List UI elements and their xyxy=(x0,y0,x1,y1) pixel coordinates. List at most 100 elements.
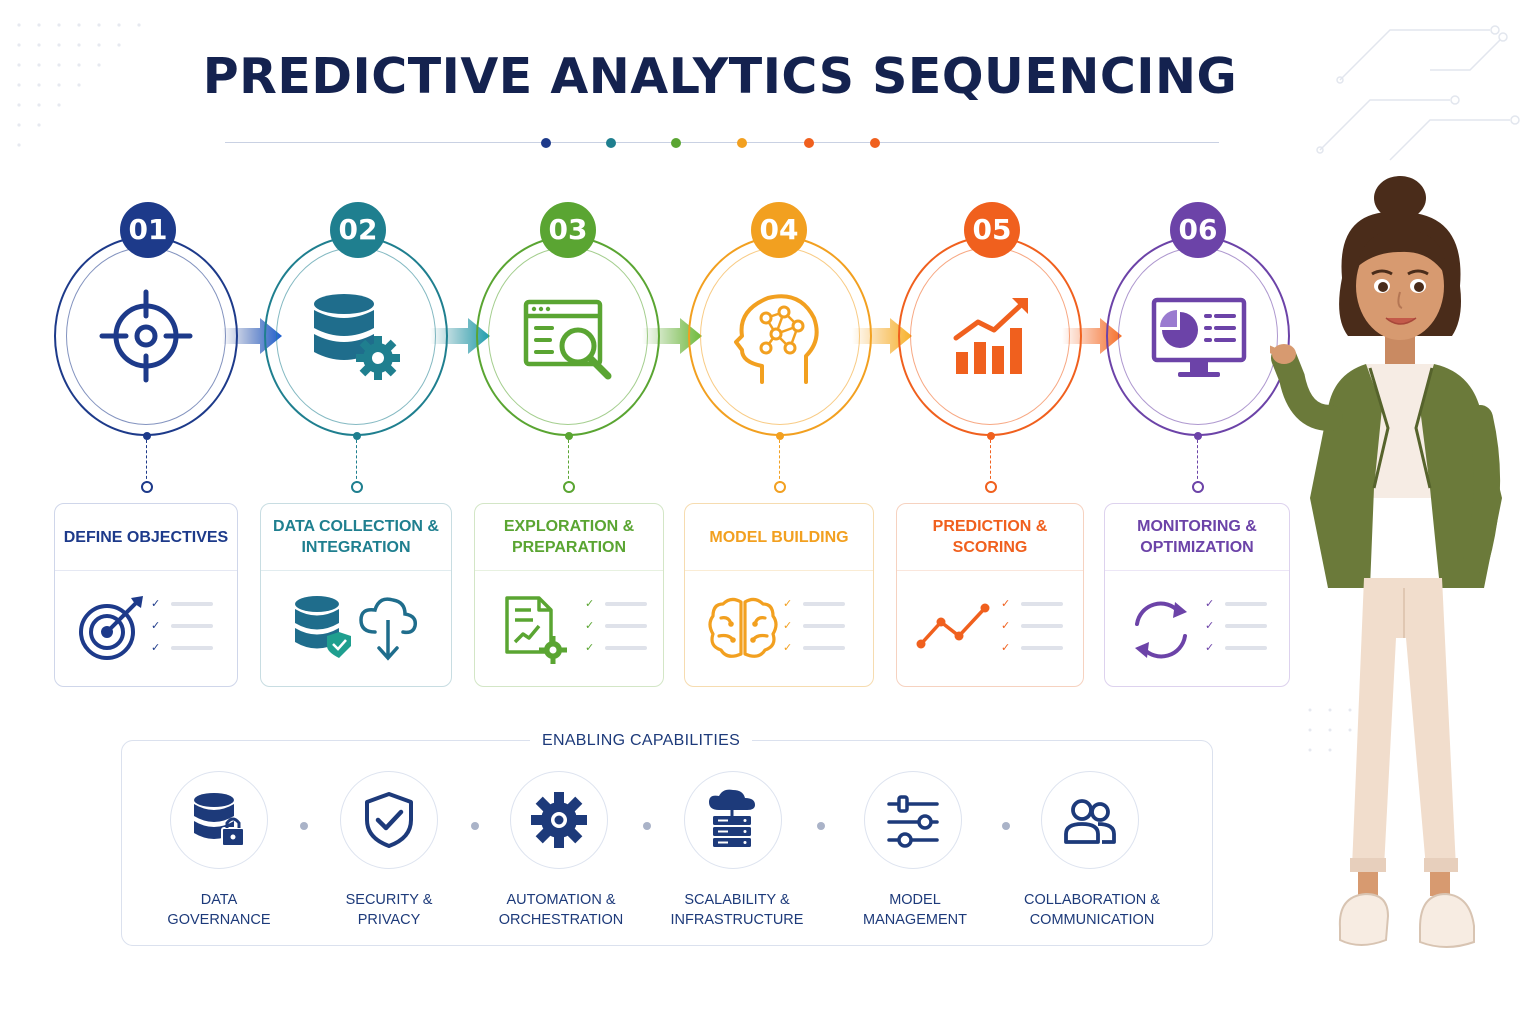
database-shield-cloud-download-icon xyxy=(295,596,418,661)
title-dot xyxy=(541,138,551,148)
capability-label: AUTOMATION & ORCHESTRATION xyxy=(471,890,651,930)
capability-label-line-2: GOVERNANCE xyxy=(167,912,271,928)
check-icon: ✓ xyxy=(1205,598,1215,610)
cloud-server-icon xyxy=(709,789,755,847)
step-card: DEFINE OBJECTIVES ✓ ✓ ✓ xyxy=(54,503,238,687)
step-number-badge: 05 xyxy=(964,202,1020,258)
capability-separator-dot xyxy=(1002,822,1010,830)
title-divider xyxy=(225,142,1219,143)
check-icon: ✓ xyxy=(1205,642,1215,654)
connector-ring xyxy=(351,481,363,493)
check-icon: ✓ xyxy=(151,620,161,632)
step-card: DATA COLLECTION & INTEGRATION xyxy=(260,503,452,687)
list-line xyxy=(1225,624,1267,628)
capability-label-line-1: AUTOMATION & xyxy=(506,892,616,908)
flow-arrow-icon xyxy=(642,318,702,354)
decorative-circuit-lines xyxy=(1316,25,1520,161)
connector-ring xyxy=(563,481,575,493)
step-number-badge: 04 xyxy=(751,202,807,258)
refresh-cycle-icon xyxy=(1135,601,1187,659)
head-neural-network-icon xyxy=(734,294,819,384)
list-line xyxy=(1021,624,1063,628)
title-dot xyxy=(870,138,880,148)
capability-label-line-1: DATA xyxy=(200,892,238,908)
flow-arrow-icon xyxy=(430,318,490,354)
step-number-badge: 02 xyxy=(330,202,386,258)
list-line xyxy=(803,646,845,650)
document-chart-gear-icon xyxy=(505,596,567,664)
page-title: PREDICTIVE ANALYTICS SEQUENCING xyxy=(202,48,1238,105)
step-title: PREDICTION & SCORING xyxy=(932,518,1048,556)
step-card: EXPLORATION & PREPARATION ✓ ✓ ✓ xyxy=(474,503,664,687)
capability-label-line-2: INFRASTRUCTURE xyxy=(670,912,804,928)
step-connector xyxy=(779,440,780,484)
list-line xyxy=(1225,646,1267,650)
users-icon xyxy=(1064,799,1116,844)
list-line xyxy=(605,624,647,628)
list-line xyxy=(171,602,213,606)
check-icon: ✓ xyxy=(151,598,161,610)
capability-label: COLLABORATION & COMMUNICATION xyxy=(1002,890,1182,930)
step-number-badge: 06 xyxy=(1170,202,1226,258)
presenter-illustration xyxy=(1270,176,1502,948)
decorative-dot-grid-right xyxy=(1308,708,1352,752)
capability-label: DATA GOVERNANCE xyxy=(129,890,309,930)
title-dot xyxy=(804,138,814,148)
step-connector xyxy=(356,440,357,484)
card-divider xyxy=(897,570,1083,571)
check-icon: ✓ xyxy=(585,620,595,632)
check-icon: ✓ xyxy=(585,642,595,654)
check-icon: ✓ xyxy=(151,642,161,654)
list-line xyxy=(1225,602,1267,606)
check-icon: ✓ xyxy=(1001,620,1011,632)
capability-label: MODEL MANAGEMENT xyxy=(825,890,1005,930)
step-title: MODEL BUILDING xyxy=(709,528,849,546)
step-connector xyxy=(146,440,147,484)
card-divider xyxy=(685,570,873,571)
capability-separator-dot xyxy=(300,822,308,830)
connector-ring xyxy=(1192,481,1204,493)
connector-ring xyxy=(141,481,153,493)
connector-dot xyxy=(1194,432,1202,440)
check-icon: ✓ xyxy=(1001,598,1011,610)
check-icon: ✓ xyxy=(1205,620,1215,632)
list-line xyxy=(803,602,845,606)
list-line xyxy=(605,646,647,650)
step-title: EXPLORATION & PREPARATION xyxy=(503,518,635,556)
sliders-icon xyxy=(887,795,939,848)
capability-label-line-2: ORCHESTRATION xyxy=(498,912,624,928)
capabilities-heading: ENABLING CAPABILITIES xyxy=(530,732,753,750)
check-icon: ✓ xyxy=(585,598,595,610)
capability-separator-dot xyxy=(643,822,651,830)
connector-dot xyxy=(353,432,361,440)
step-connector xyxy=(990,440,991,484)
check-icon: ✓ xyxy=(783,642,793,654)
card-divider xyxy=(55,570,237,571)
step-number-badge: 01 xyxy=(120,202,176,258)
step-title: DATA COLLECTION & INTEGRATION xyxy=(273,518,439,556)
brain-icon xyxy=(708,597,778,658)
connector-dot xyxy=(987,432,995,440)
step-title: DEFINE OBJECTIVES xyxy=(63,528,229,546)
check-icon: ✓ xyxy=(783,598,793,610)
card-divider xyxy=(1105,570,1289,571)
monitor-pie-chart-icon xyxy=(1151,297,1247,377)
connector-ring xyxy=(985,481,997,493)
capability-label: SCALABILITY & INFRASTRUCTURE xyxy=(647,890,827,930)
title-dot xyxy=(606,138,616,148)
database-gear-icon xyxy=(314,294,400,380)
gear-icon xyxy=(531,792,587,848)
bar-chart-trend-up-icon xyxy=(953,298,1028,374)
capability-label-line-2: PRIVACY xyxy=(357,912,421,928)
card-divider xyxy=(261,570,451,571)
list-line xyxy=(803,624,845,628)
check-icon: ✓ xyxy=(1001,642,1011,654)
capability-label-line-2: COMMUNICATION xyxy=(1029,912,1155,928)
capability-label-line-2: MANAGEMENT xyxy=(863,912,967,928)
capability-separator-dot xyxy=(817,822,825,830)
step-card: PREDICTION & SCORING ✓ ✓ ✓ xyxy=(896,503,1084,687)
list-line xyxy=(171,624,213,628)
database-lock-icon xyxy=(194,793,245,847)
connector-ring xyxy=(774,481,786,493)
capability-circle xyxy=(340,771,438,869)
